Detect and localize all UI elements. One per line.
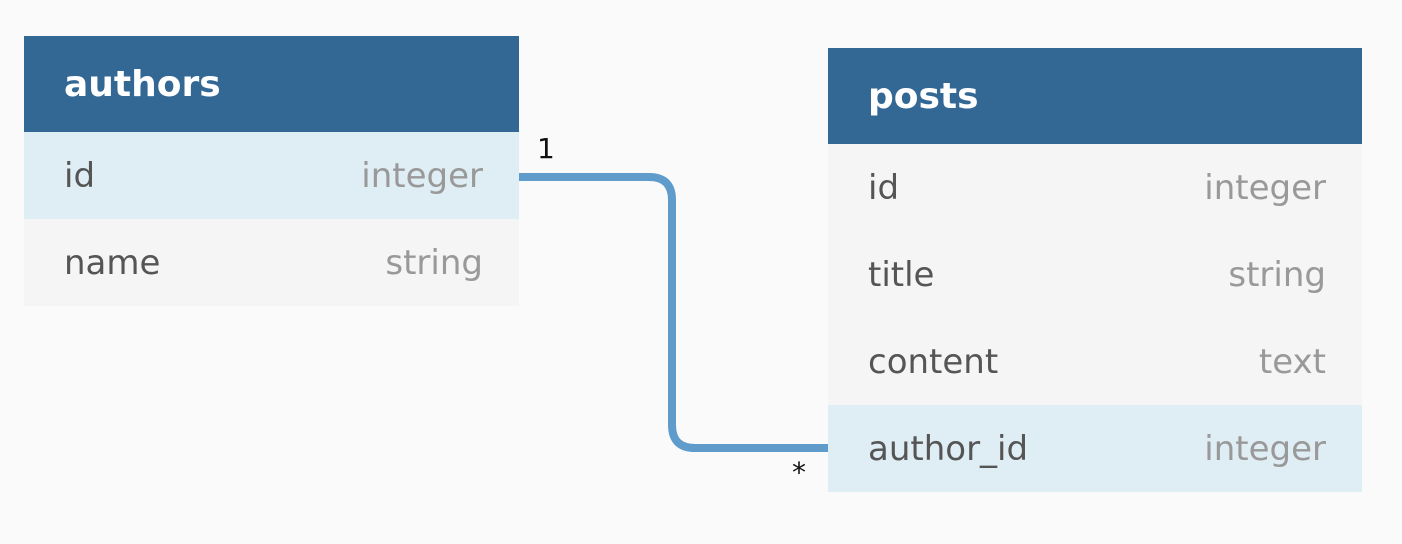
column-type: integer [1204, 428, 1326, 469]
cardinality-many-label: * [792, 456, 806, 489]
table-posts[interactable]: posts id integer title string content te… [828, 48, 1362, 492]
table-row[interactable]: id integer [24, 132, 519, 219]
column-name: name [64, 242, 161, 283]
column-name: author_id [868, 428, 1029, 469]
column-type: integer [361, 155, 483, 196]
column-name: id [868, 167, 900, 208]
relation-line-authors-posts[interactable] [519, 173, 828, 452]
table-title: posts [868, 75, 979, 117]
table-header[interactable]: authors [24, 36, 519, 132]
table-row[interactable]: name string [24, 219, 519, 306]
column-name: title [868, 254, 935, 295]
table-row[interactable]: id integer [828, 144, 1362, 231]
table-row[interactable]: author_id integer [828, 405, 1362, 492]
table-row[interactable]: content text [828, 318, 1362, 405]
column-type: string [1228, 254, 1326, 295]
column-name: id [64, 155, 96, 196]
table-authors[interactable]: authors id integer name string [24, 36, 519, 306]
column-type: string [385, 242, 483, 283]
column-name: content [868, 341, 999, 382]
table-header[interactable]: posts [828, 48, 1362, 144]
table-title: authors [64, 63, 221, 105]
table-row[interactable]: title string [828, 231, 1362, 318]
column-type: text [1258, 341, 1326, 382]
cardinality-one-label: 1 [537, 132, 555, 165]
column-type: integer [1204, 167, 1326, 208]
